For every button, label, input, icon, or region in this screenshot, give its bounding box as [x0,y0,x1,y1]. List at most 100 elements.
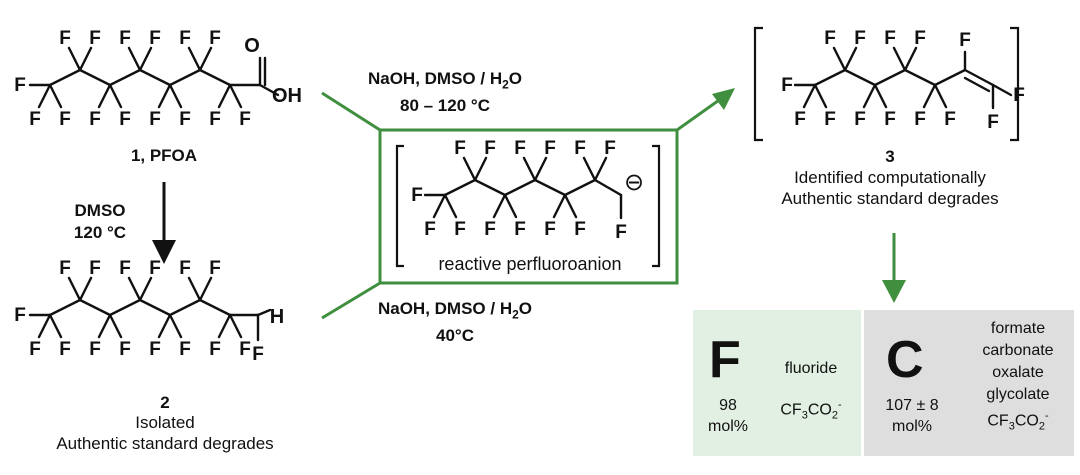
cmpd2-cf-bond [187,276,202,302]
pfoa-bond [198,68,232,87]
cmpd3-cf-bond [933,83,948,109]
anion-f-atom: F [514,138,526,159]
anion-bond [443,178,477,197]
cmpd2-cf-bond [48,313,63,339]
cmpd2-bond [138,298,172,317]
cmpd2-f-atom: F [179,339,191,360]
cmpd3-cf-bond [991,83,1013,97]
anion-f-atom: F [604,138,616,159]
carbon-species-carbonate: carbonate [982,342,1054,359]
pfoa-cf-bond [198,46,213,72]
anion-f-atom: F [514,219,526,240]
cmpd2-cf-bond [228,313,243,339]
carbon-symbol: C [886,331,924,389]
fluorine-value: 98 [719,397,737,414]
cmpd2-f-atom: F [59,339,71,360]
cmpd3-cf-bond [873,83,888,109]
anion-f-atom: F [615,222,627,243]
fluorine-species-tfa: CF3CO2- [780,399,842,422]
cmpd3-cf-bond [813,83,828,109]
green-line-top [321,91,381,132]
anion-cf-bond [473,156,488,182]
cmpd2-cf-bond [217,313,232,339]
pfoa-bond [138,68,172,87]
pfoa-cf-bond [187,46,202,72]
anion-cf-bond [563,193,578,219]
anion-f-atom: F [484,219,496,240]
cmpd3-bracket-left [753,26,763,142]
cmpd3-f-atom: F [884,28,896,49]
pfoa-oh: OH [272,85,302,107]
carbon-products-box: C 107 ± 8 mol% formate carbonate oxalate… [864,310,1074,456]
pfoa-cf-bond [157,83,172,109]
anion-bond [503,178,537,197]
cmpd2-cf-bond [78,276,93,302]
cmpd3-f-atom: F [824,28,836,49]
pfoa-cf-bond [108,83,123,109]
anion-f-atom: F [484,138,496,159]
cmpd3-bond [843,68,877,87]
pfoa-cf-bond [217,83,232,109]
anion-cf-bond [533,156,548,182]
condition-top: NaOH, DMSO / H2O 80 – 120 °C [367,69,523,116]
cmpd3-cf-bond [892,46,907,72]
cmpd2-f-atom: F [119,339,131,360]
anion-cf-bond [522,156,537,182]
fluorine-products-box: F 98 mol% fluoride CF3CO2- [693,310,861,456]
anion-bracket-left [395,144,404,268]
pfoa-cf-bond [48,83,63,109]
pfoa-f-atom: F [59,109,71,130]
anion-f-atom: F [454,219,466,240]
green-arrow-to-3-head [712,88,735,110]
cmpd2-f-atom: F [209,339,221,360]
pfoa-bond [168,68,202,87]
compound-3-line1: Identified computationally [794,168,986,187]
anion-cf-bond [492,193,507,219]
cmpd3-f-atom: F [914,109,926,130]
anion-cf-bond [582,156,597,182]
anion-bond [563,178,597,197]
cmpd3-bond [813,68,847,87]
cmpd2-f-atom: F [119,258,131,279]
anion-cf-bond [593,156,608,182]
anion-bond [473,178,507,197]
cmpd3-cf-bond [832,46,847,72]
carbon-species-oxalate: oxalate [992,364,1044,381]
cmpd3-f-atom: F [824,109,836,130]
cmpd2-cf-bond [138,276,153,302]
cmpd2-f-atom: F [89,258,101,279]
pfoa-cf-bond [127,46,142,72]
cmpd3-double-bond [963,76,991,93]
cmpd2-bond [108,298,142,317]
anion-cf-bond [462,156,477,182]
pfoa-bond [108,68,142,87]
cmpd2-cf-bond [108,313,123,339]
condition-bottom: NaOH, DMSO / H2O 40°C [377,299,533,346]
pfoa-carbonyl-o: O [244,35,260,57]
anion-f-atom: F [574,138,586,159]
cmpd3-f-atom: F [794,109,806,130]
pfoa-bond [78,68,112,87]
cmpd2-bond [168,298,202,317]
pfoa-f-atom: F [239,109,251,130]
compound-2-number: 2 [160,393,170,412]
cmpd3-bond [903,68,937,87]
cmpd3-f-atom: F [987,112,999,133]
pfoa-f-atom: F [119,28,131,49]
cmpd3-bond [933,68,967,87]
anion-label: reactive perfluoroanion [438,254,622,274]
cmpd3-cf-bond [802,83,817,109]
cmpd2-f-atom: F [59,258,71,279]
pfoa-f-atom: F [179,109,191,130]
anion-f-atom: F [424,219,436,240]
cmpd2-f-atom: F [179,258,191,279]
pfoa-cf-bond [67,46,82,72]
compound-3-number: 3 [885,147,895,166]
cmpd2-ch-bond [256,308,272,317]
pfoa-f-atom: F [14,75,26,96]
pfoa-f-atom: F [29,109,41,130]
cmpd2-cf-bond [67,276,82,302]
anion-f-atom: F [544,138,556,159]
cmpd2-f-atom: F [89,339,101,360]
